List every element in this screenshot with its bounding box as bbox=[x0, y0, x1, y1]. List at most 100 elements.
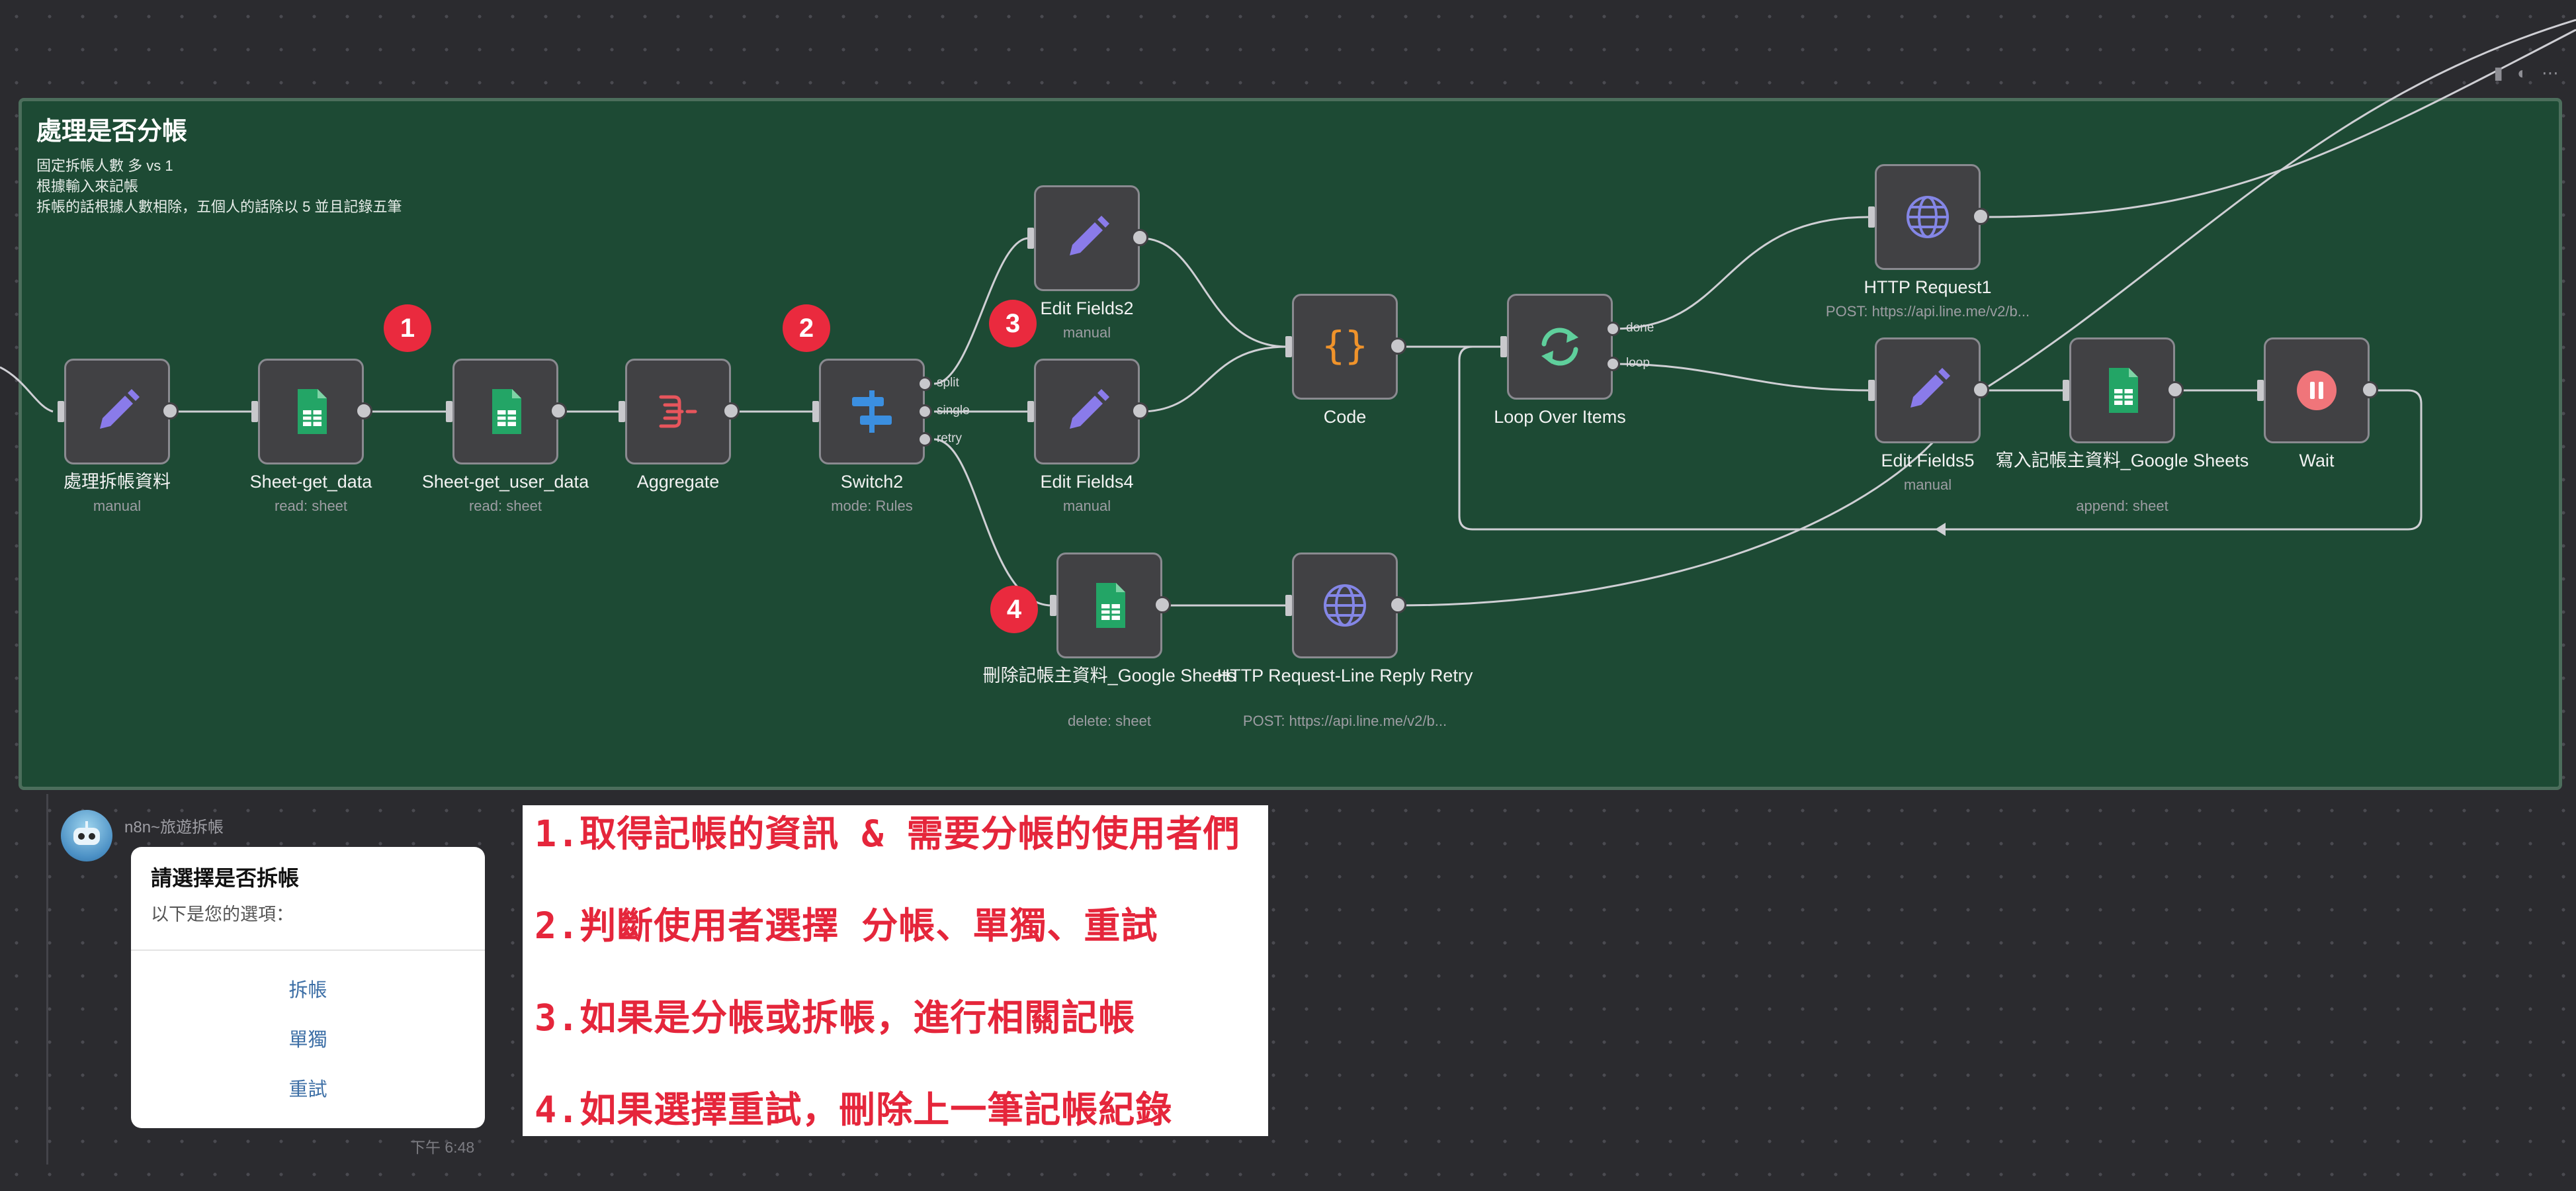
input-handle[interactable] bbox=[1285, 336, 1292, 357]
card-title: 請選擇是否拆帳 bbox=[151, 866, 300, 890]
node-edit-fields5[interactable]: Edit Fields5 manual bbox=[1868, 337, 1989, 493]
option-button-single[interactable]: 單獨 bbox=[288, 1030, 327, 1051]
node-delete-google-sheets[interactable]: 刪除記帳主資料_Google Sheets delete: sheet bbox=[983, 552, 1236, 729]
node-append-google-sheets[interactable]: 寫入記帳主資料_Google Sheets append: sheet bbox=[1996, 337, 2249, 514]
output-handle[interactable] bbox=[1389, 596, 1406, 613]
palette-icon[interactable]: ◐ bbox=[2517, 63, 2528, 83]
node-box[interactable] bbox=[819, 359, 925, 464]
port-label-split: split bbox=[937, 376, 959, 390]
input-handle[interactable] bbox=[1868, 206, 1875, 228]
option-button-retry[interactable]: 重試 bbox=[288, 1079, 327, 1100]
node-box[interactable] bbox=[625, 359, 731, 464]
node-switch2[interactable]: split single retry Switch2 mode: Rules bbox=[812, 359, 970, 514]
output-handle[interactable] bbox=[1131, 402, 1148, 419]
connection-n10-out bbox=[1397, 435, 1940, 607]
step-badge-2: 2 bbox=[783, 304, 830, 352]
output-handle[interactable] bbox=[355, 402, 372, 419]
input-handle[interactable] bbox=[1027, 228, 1034, 249]
input-handle[interactable] bbox=[446, 401, 452, 422]
sticky-note-line: 拆帳的話根據人數相除，五個人的話除以 5 並且記錄五筆 bbox=[36, 198, 402, 215]
node-box[interactable] bbox=[1507, 294, 1613, 400]
more-icon[interactable]: ⋯ bbox=[2542, 63, 2559, 83]
connection-n13-out bbox=[1981, 19, 2576, 392]
output-handle-retry[interactable] bbox=[918, 432, 932, 447]
output-handle[interactable] bbox=[1972, 381, 1989, 398]
node-title: 處理拆帳資料 bbox=[64, 472, 171, 492]
node-box[interactable] bbox=[1056, 552, 1162, 658]
output-handle[interactable] bbox=[550, 402, 567, 419]
node-process-split-data[interactable]: 處理拆帳資料 manual bbox=[58, 359, 179, 514]
input-handle[interactable] bbox=[251, 401, 258, 422]
output-handle[interactable] bbox=[2361, 381, 2378, 398]
node-box[interactable]: {} bbox=[1292, 294, 1398, 400]
node-box[interactable] bbox=[452, 359, 558, 464]
port-label-loop: loop bbox=[1626, 356, 1650, 370]
node-http-request1[interactable]: HTTP Request1 POST: https://api.line.me/… bbox=[1826, 164, 2030, 320]
node-box[interactable] bbox=[1875, 337, 1981, 443]
input-handle[interactable] bbox=[1868, 380, 1875, 401]
node-box[interactable] bbox=[1292, 552, 1398, 658]
node-code[interactable]: {} Code bbox=[1285, 294, 1406, 427]
pencil-icon bbox=[1070, 389, 1109, 429]
output-handle[interactable] bbox=[1154, 596, 1171, 613]
node-sheet-get-user-data[interactable]: Sheet-get_user_data read: sheet bbox=[422, 359, 589, 514]
aggregate-icon bbox=[659, 395, 697, 428]
node-title: HTTP Request-Line Reply Retry bbox=[1217, 666, 1473, 685]
node-loop-over-items[interactable]: done loop Loop Over Items bbox=[1494, 294, 1654, 427]
annotation-line-3: 3.如果是分帳或拆帳，進行相關記帳 bbox=[535, 996, 1136, 1039]
output-handle[interactable] bbox=[161, 402, 179, 419]
output-handle[interactable] bbox=[2167, 381, 2184, 398]
output-handle[interactable] bbox=[1972, 208, 1989, 225]
node-box[interactable] bbox=[1034, 359, 1140, 464]
node-box[interactable] bbox=[2264, 337, 2370, 443]
node-sheet-get-data[interactable]: Sheet-get_data read: sheet bbox=[250, 359, 372, 514]
node-box[interactable] bbox=[2069, 337, 2175, 443]
annotation-box: 1.取得記帳的資訊 & 需要分帳的使用者們 2.判斷使用者選擇 分帳、單獨、重試… bbox=[523, 805, 1268, 1136]
node-box[interactable] bbox=[64, 359, 170, 464]
node-edit-fields2[interactable]: Edit Fields2 manual bbox=[1027, 185, 1148, 341]
node-title: Aggregate bbox=[636, 472, 720, 492]
node-box[interactable] bbox=[1034, 185, 1140, 291]
output-handle-split[interactable] bbox=[918, 376, 932, 391]
bot-avatar bbox=[61, 810, 112, 861]
output-handle-done[interactable] bbox=[1606, 322, 1620, 336]
node-box[interactable] bbox=[1875, 164, 1981, 270]
node-http-request-line-reply-retry[interactable]: HTTP Request-Line Reply Retry POST: http… bbox=[1217, 552, 1473, 729]
node-title: Code bbox=[1323, 407, 1367, 427]
input-handle[interactable] bbox=[1285, 595, 1292, 616]
node-wait[interactable]: Wait bbox=[2257, 337, 2378, 470]
node-title: 刪除記帳主資料_Google Sheets bbox=[982, 666, 1236, 685]
trash-icon[interactable]: ▮ bbox=[2493, 63, 2503, 83]
option-button-split[interactable]: 拆帳 bbox=[288, 980, 327, 1001]
google-sheets-icon bbox=[492, 389, 521, 434]
google-sheets-icon bbox=[1096, 583, 1125, 628]
code-braces-icon: {} bbox=[1322, 323, 1368, 368]
input-handle[interactable] bbox=[2063, 380, 2069, 401]
annotation-line-1: 1.取得記帳的資訊 & 需要分帳的使用者們 bbox=[535, 813, 1240, 855]
input-handle[interactable] bbox=[1500, 336, 1507, 357]
node-edit-fields4[interactable]: Edit Fields4 manual bbox=[1027, 359, 1148, 514]
input-handle[interactable] bbox=[812, 401, 819, 422]
output-handle-loop[interactable] bbox=[1606, 357, 1620, 371]
input-handle[interactable] bbox=[2257, 380, 2264, 401]
node-aggregate[interactable]: Aggregate bbox=[619, 359, 740, 492]
output-handle-single[interactable] bbox=[918, 404, 932, 419]
node-title: Wait bbox=[2299, 451, 2335, 470]
input-handle[interactable] bbox=[1050, 595, 1056, 616]
output-handle[interactable] bbox=[1131, 229, 1148, 246]
node-title: Edit Fields4 bbox=[1040, 472, 1134, 492]
output-handle[interactable] bbox=[722, 402, 740, 419]
node-subtitle: POST: https://api.line.me/v2/b... bbox=[1825, 303, 2030, 320]
sticky-note[interactable]: 處理是否分帳 固定拆帳人數 多 vs 1 根據輸入來記帳 拆帳的話根據人數相除，… bbox=[19, 98, 2562, 790]
output-handle[interactable] bbox=[1389, 337, 1406, 355]
input-handle[interactable] bbox=[1027, 401, 1034, 422]
input-handle[interactable] bbox=[58, 401, 64, 422]
sticky-title: 處理是否分帳 bbox=[36, 118, 188, 146]
connection-n6-n9 bbox=[1140, 237, 1287, 348]
bot-name: n8n~旅遊拆帳 bbox=[124, 818, 224, 836]
input-handle[interactable] bbox=[619, 401, 625, 422]
annotation-line-4: 4.如果選擇重試，刪除上一筆記帳紀錄 bbox=[535, 1088, 1173, 1131]
card-subtitle: 以下是您的選項： bbox=[151, 904, 294, 924]
connection-n7-n9 bbox=[1140, 345, 1287, 413]
node-box[interactable] bbox=[258, 359, 364, 464]
